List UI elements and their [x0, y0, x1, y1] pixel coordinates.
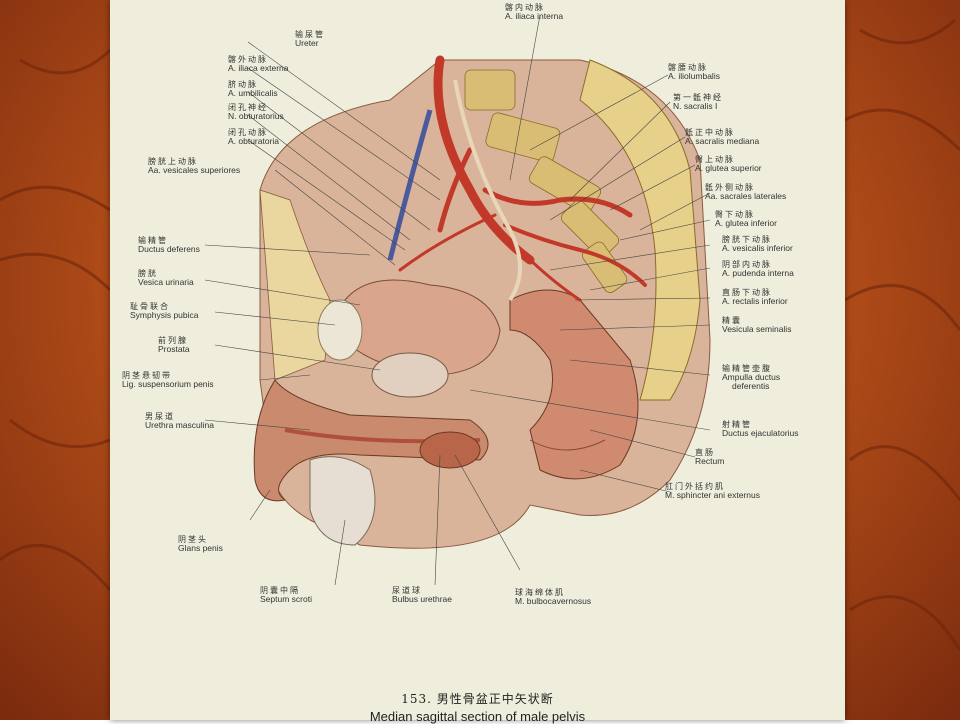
figure-caption: 153. 男性骨盆正中矢状断 Median sagittal section o… — [110, 690, 845, 724]
caption-number: 153. 男性骨盆正中矢状断 — [401, 692, 554, 706]
bulbus-urethrae — [419, 431, 481, 469]
scrotum — [309, 456, 376, 546]
caption-english: Median sagittal section of male pelvis — [369, 709, 586, 724]
symphysis-pubica — [317, 299, 363, 361]
vein — [387, 109, 433, 261]
ureter — [453, 79, 522, 302]
arteries — [398, 55, 647, 302]
prostate — [371, 352, 449, 398]
sacrum-bone — [579, 59, 701, 401]
pelvis-illustration — [204, 14, 711, 586]
leader-lines — [204, 14, 711, 586]
